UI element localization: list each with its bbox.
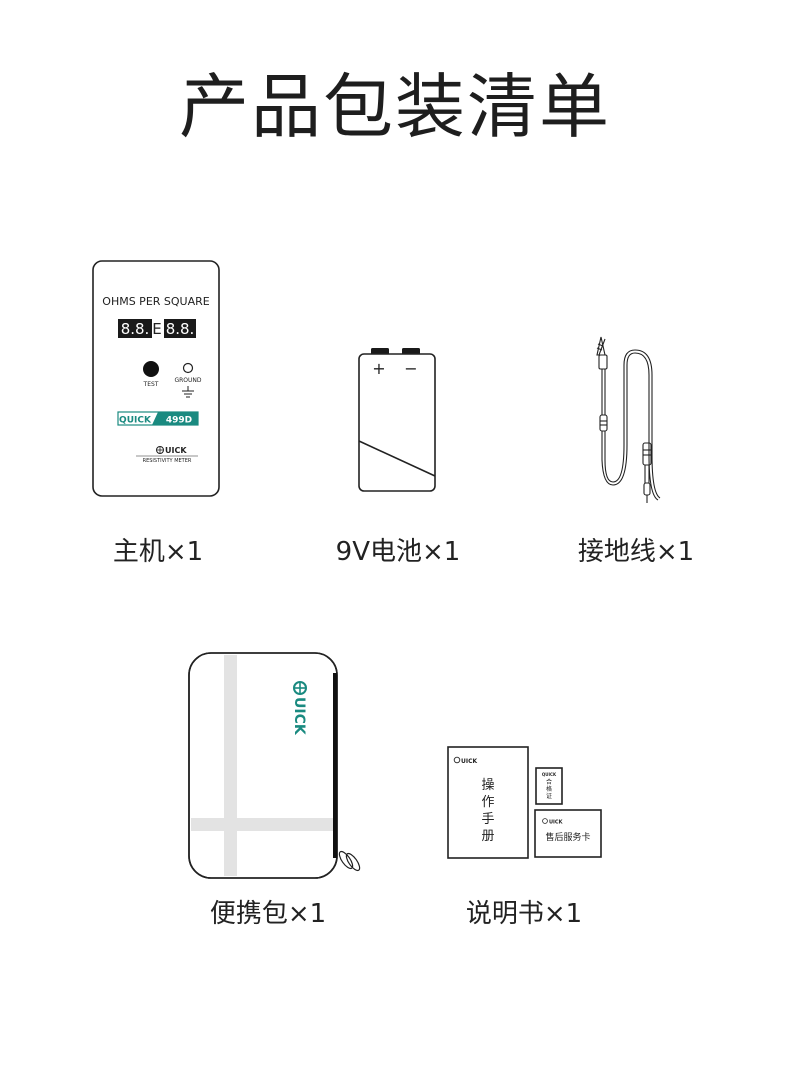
model-badge: QUICK 499D (117, 411, 199, 426)
ground-label: GROUND (174, 377, 201, 384)
meter-display-right (164, 319, 196, 338)
caption-carry-bag: 便携包×1 (209, 899, 327, 929)
bag-brand-logo-icon (293, 681, 307, 695)
service-card-label: 售后服务卡 (545, 831, 590, 843)
meter-display-right-value: 8.8. (166, 320, 195, 338)
meter-subtitle: RESISTIVITY METER (143, 458, 192, 464)
manual-title-char-1: 操 (481, 777, 494, 793)
service-card (534, 809, 602, 858)
certificate-char-1: 合 (546, 778, 552, 786)
ground-symbol-icon (182, 386, 194, 398)
caption-main-unit: 主机×1 (112, 537, 204, 567)
ground-wire-illustration (596, 336, 661, 503)
page-title: 产品包装清单 (179, 66, 611, 148)
battery-illustration: + − (358, 348, 436, 492)
model-badge-number: 499D (166, 416, 192, 426)
bag-brand: UICK (291, 697, 307, 736)
meter-brand: UICK (165, 446, 187, 455)
battery-minus-label: − (404, 359, 417, 378)
carry-bag-illustration: UICK (188, 652, 361, 879)
certificate-char-2: 格 (546, 785, 552, 793)
manual-title-char-2: 作 (481, 795, 494, 810)
user-manual (447, 746, 529, 859)
banana-plug-icon (642, 442, 652, 503)
test-label: TEST (143, 381, 159, 388)
certificate-brand: QUICK (542, 772, 557, 777)
meter-brand-logo-icon (156, 446, 164, 454)
certificate-card (535, 767, 563, 805)
service-card-brand: UICK (549, 820, 564, 826)
meter-header: OHMS PER SQUARE (102, 295, 209, 308)
meter-display-left (118, 319, 152, 338)
manual-illustration: UICK 操 作 手 册 QUICK 合 格 证 UICK 售后服务卡 (447, 746, 602, 859)
meter-illustration: OHMS PER SQUARE 8.8. E 8.8. TEST GROUND … (92, 260, 220, 497)
ground-jack[interactable] (182, 362, 194, 374)
model-badge-brand: QUICK (119, 416, 152, 426)
certificate-char-3: 证 (546, 793, 552, 800)
test-button[interactable] (143, 361, 159, 377)
alligator-clip-icon (596, 336, 608, 370)
manual-title-char-3: 手 (481, 812, 494, 827)
zipper-pull-icon (338, 850, 361, 872)
manual-title-char-4: 册 (481, 829, 494, 844)
caption-manual: 说明书×1 (465, 899, 583, 929)
meter-display-left-value: 8.8. (121, 320, 150, 338)
battery-plus-label: + (372, 359, 385, 378)
caption-ground-wire: 接地线×1 (577, 537, 695, 567)
meter-display-exponent: E (152, 320, 161, 338)
caption-battery: 9V电池×1 (335, 537, 461, 567)
manual-brand: UICK (461, 758, 478, 765)
